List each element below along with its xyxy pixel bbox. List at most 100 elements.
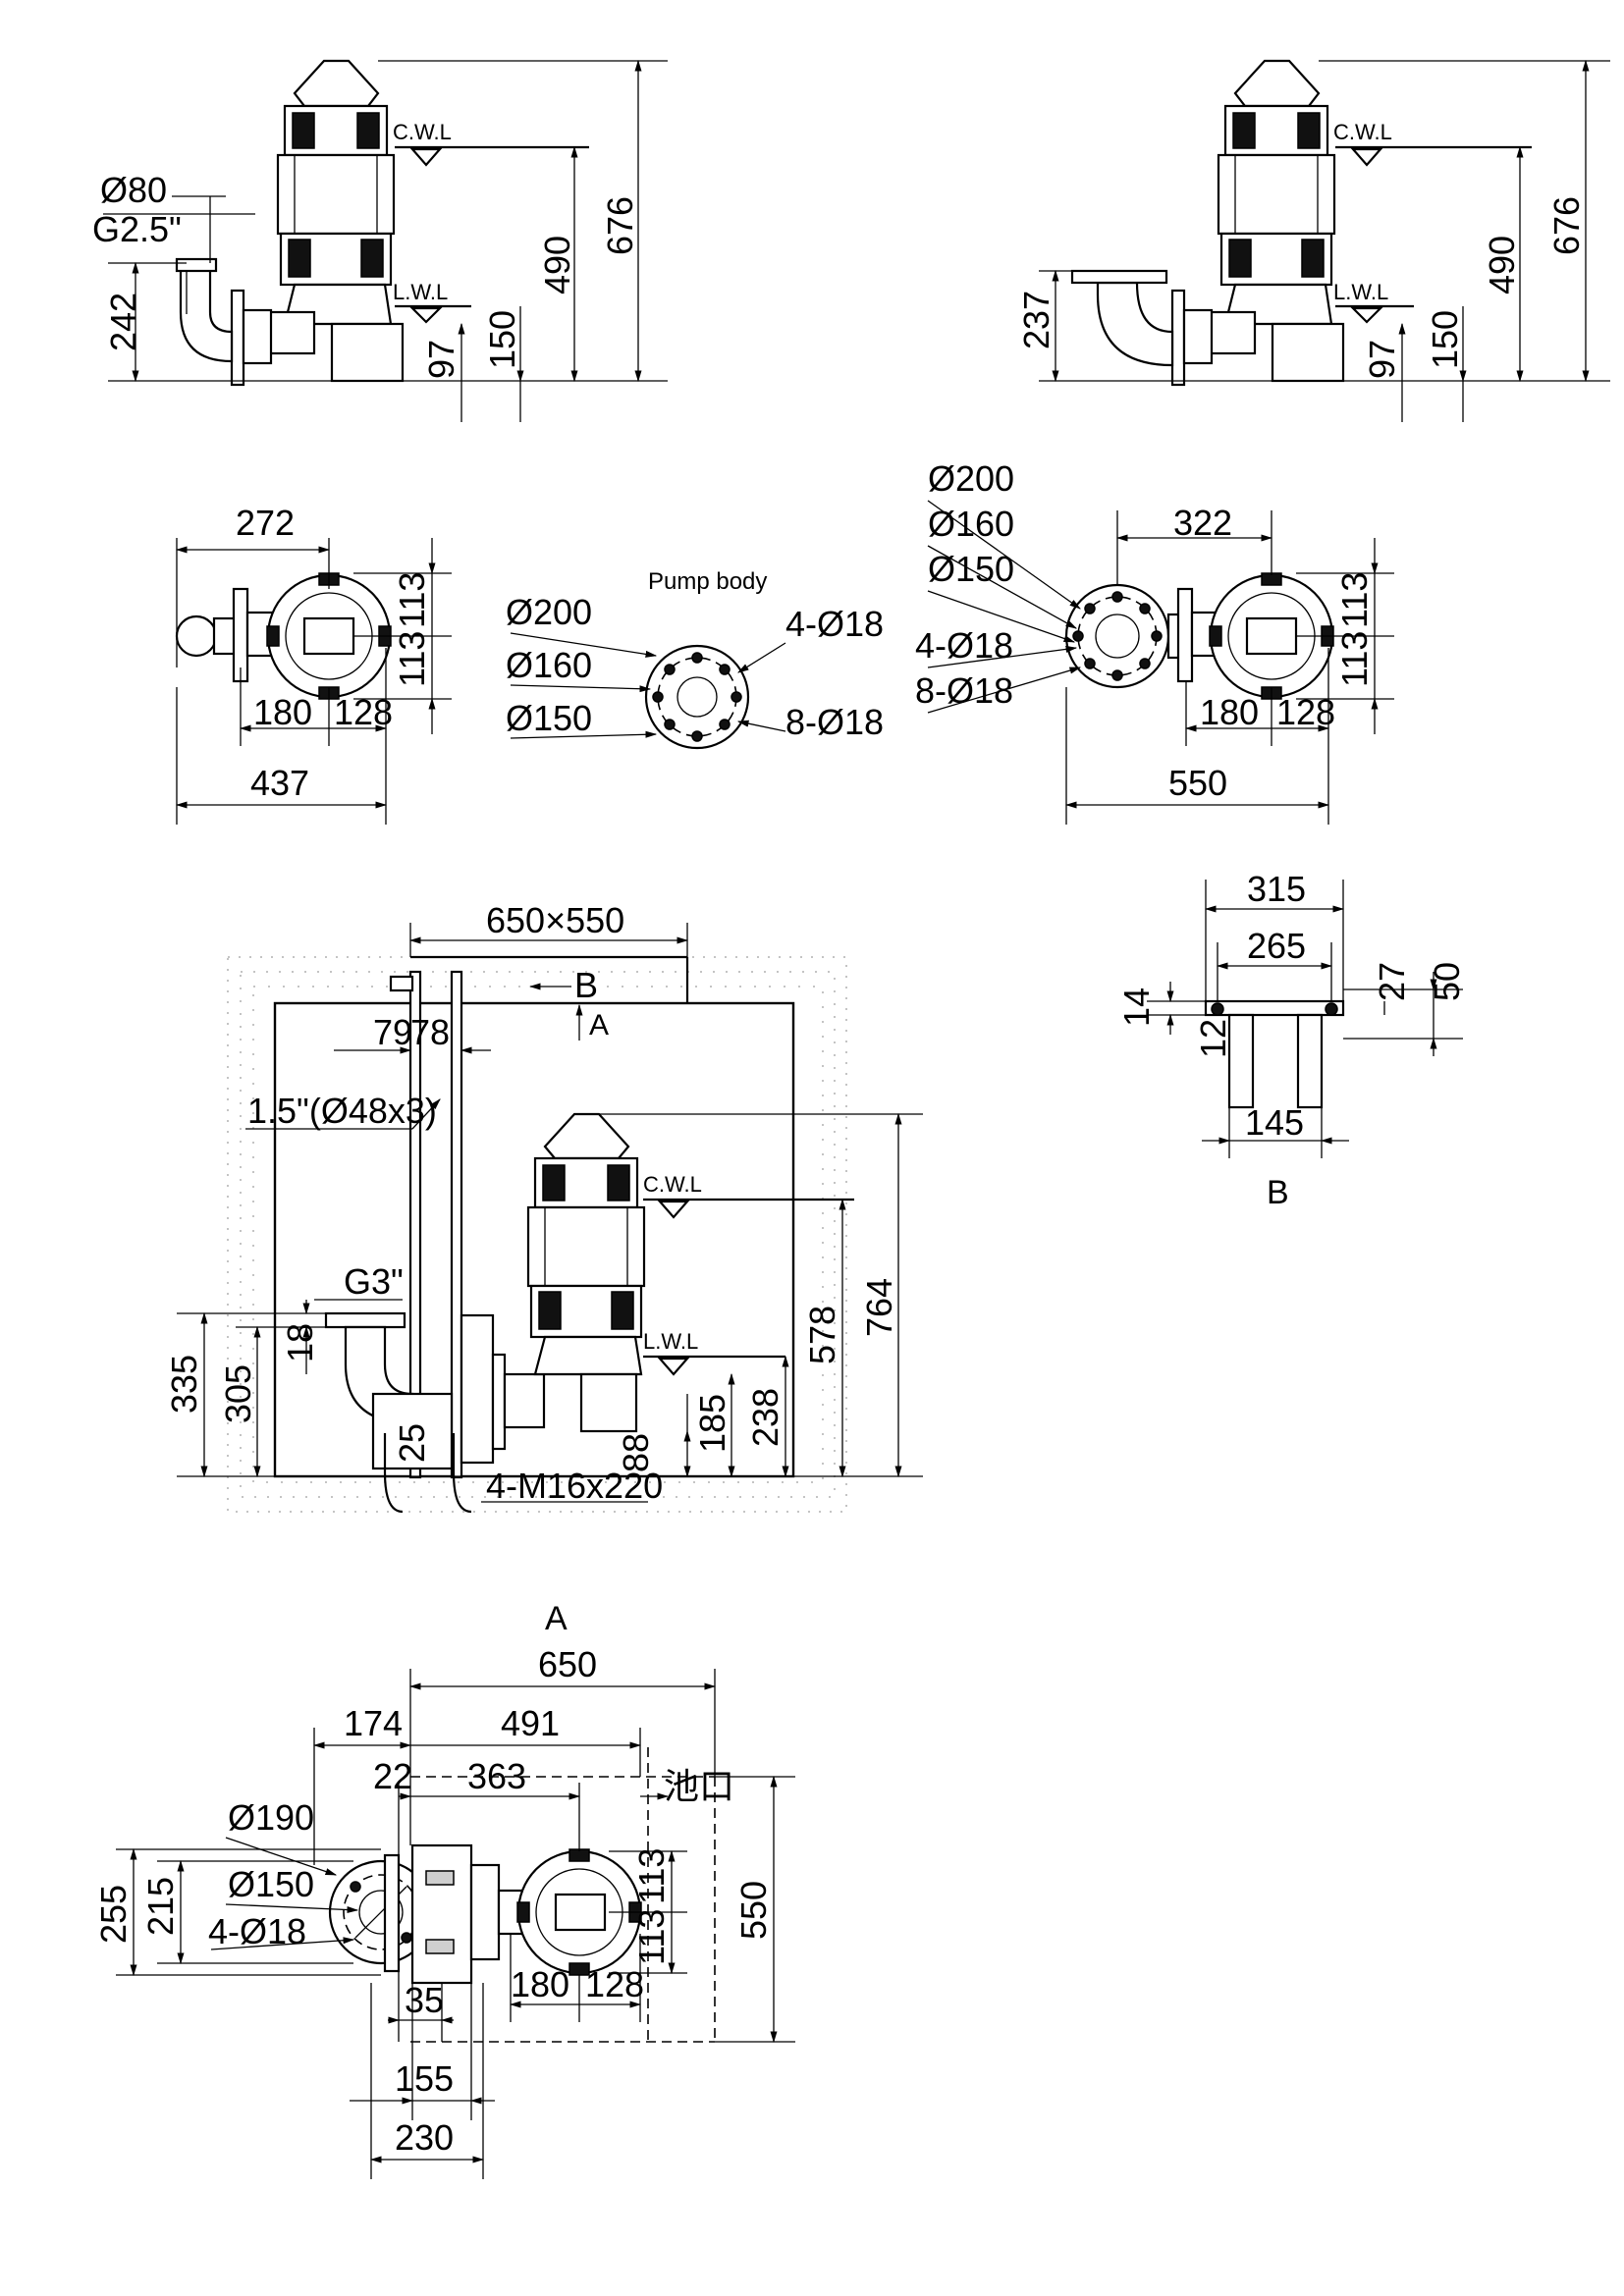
view-a-dim-155: 155 <box>395 2058 454 2099</box>
pump-motor <box>1204 59 1345 383</box>
view-a-dim-215: 215 <box>140 1877 181 1936</box>
cwl-label: C.W.L <box>1333 120 1392 144</box>
detail-b-title: B <box>1267 1174 1289 1211</box>
dim-305: 305 <box>218 1364 258 1423</box>
plan2-d160: Ø160 <box>928 504 1014 544</box>
view-a-dim-230: 230 <box>395 2117 454 2158</box>
lwl-label: L.W.L <box>393 280 448 304</box>
view-b-marker: B <box>574 965 598 1005</box>
dim-335: 335 <box>164 1355 204 1414</box>
pump-body-d150: Ø150 <box>506 698 592 738</box>
plan2-d200: Ø200 <box>928 458 1014 499</box>
discharge-elbow <box>1070 269 1214 387</box>
view-a-4-holes: 4-Ø18 <box>208 1911 306 1951</box>
plan-view-1: 272 180 128 437 113 113 <box>175 503 452 825</box>
dim-height-150: 150 <box>1425 310 1465 369</box>
dim-113b: 113 <box>392 631 432 687</box>
dim-578: 578 <box>802 1306 842 1364</box>
view-a-dim-22: 22 <box>373 1756 412 1796</box>
view-a-d150: Ø150 <box>228 1864 314 1904</box>
plan2-dim-180: 180 <box>1200 692 1259 732</box>
plan2-dim-113b: 113 <box>1334 631 1375 687</box>
pump-body-flange: Pump body Ø200 Ø160 Ø150 4-Ø18 8-Ø18 <box>506 568 884 750</box>
view-a-dim-35: 35 <box>405 1980 444 2020</box>
view-a-dim-650: 650 <box>538 1644 597 1684</box>
concrete-surround <box>227 956 847 1513</box>
side-view-2: C.W.L L.W.L 237 97 150 490 676 <box>1016 59 1610 422</box>
view-a: A <box>93 1600 795 2179</box>
dim-128: 128 <box>334 692 393 732</box>
pump-top <box>1209 572 1334 700</box>
plan2-dim-113a: 113 <box>1334 572 1375 628</box>
pit-size: 650×550 <box>486 900 624 940</box>
dim-height-242: 242 <box>103 293 143 351</box>
view-a-marker: A <box>589 1009 609 1041</box>
pump-top <box>266 572 392 700</box>
view-a-dim-550: 550 <box>733 1881 774 1940</box>
dim-14: 14 <box>1116 988 1157 1027</box>
pump-body-4-holes: 4-Ø18 <box>785 604 884 644</box>
dim-height-97: 97 <box>421 340 461 379</box>
dim-145: 145 <box>1245 1102 1304 1143</box>
detail-b: 315 265 14 12 27 50 145 B <box>1116 869 1467 1211</box>
plan2-4-holes: 4-Ø18 <box>915 625 1013 666</box>
pump-motor <box>263 59 405 383</box>
dim-18: 18 <box>280 1323 320 1362</box>
cwl-label: C.W.L <box>643 1172 702 1197</box>
dim-height-676: 676 <box>1546 196 1587 255</box>
dim-height-490: 490 <box>537 236 577 294</box>
cwl-label: C.W.L <box>393 120 452 144</box>
dim-79: 79 <box>373 1012 412 1052</box>
dim-88: 88 <box>616 1433 656 1472</box>
lwl-label: L.W.L <box>643 1329 698 1354</box>
plan2-dim-322: 322 <box>1173 503 1232 543</box>
dim-height-150: 150 <box>482 310 522 369</box>
dim-265: 265 <box>1247 926 1306 966</box>
dim-272: 272 <box>236 503 295 543</box>
pit-mouth-label: 池口 <box>664 1766 734 1806</box>
dim-height-490: 490 <box>1482 236 1522 294</box>
plan2-dim-550: 550 <box>1168 763 1227 803</box>
view-a-dim-113a: 113 <box>631 1848 672 1904</box>
dim-315: 315 <box>1247 869 1306 909</box>
plan-view-2: Ø200 Ø160 Ø150 4-Ø18 8-Ø18 322 180 128 5… <box>915 458 1394 825</box>
pump-body-8-holes: 8-Ø18 <box>785 702 884 742</box>
view-a-dim-180: 180 <box>511 1964 569 2004</box>
plan2-8-holes: 8-Ø18 <box>915 670 1013 711</box>
discharge-elbow <box>175 257 273 387</box>
pump-body-d160: Ø160 <box>506 645 592 685</box>
view-a-dim-113b: 113 <box>631 1909 672 1965</box>
dim-height-676: 676 <box>600 196 640 255</box>
pump-body-d200: Ø200 <box>506 592 592 632</box>
dim-27: 27 <box>1372 962 1412 1001</box>
plan2-dim-128: 128 <box>1276 692 1335 732</box>
discharge-assembly <box>324 1311 546 1514</box>
dim-height-97: 97 <box>1362 340 1402 379</box>
view-a-dim-491: 491 <box>501 1703 560 1743</box>
view-a-dim-128: 128 <box>585 1964 644 2004</box>
dim-180: 180 <box>253 692 312 732</box>
bolts-label: 4-M16x220 <box>486 1466 663 1506</box>
dim-78: 78 <box>410 1012 450 1052</box>
lwl-label: L.W.L <box>1333 280 1388 304</box>
dim-238: 238 <box>745 1388 785 1447</box>
guide-pipe-label: 1.5"(Ø48x3) <box>247 1091 437 1131</box>
pump-body-title: Pump body <box>648 568 767 595</box>
dim-thread: G2.5" <box>92 209 182 249</box>
side-view-1: C.W.L L.W.L Ø80 G2.5" 242 97 150 490 676 <box>92 59 668 422</box>
dim-12: 12 <box>1193 1019 1233 1058</box>
dim-height-237: 237 <box>1016 291 1056 349</box>
dim-185: 185 <box>692 1394 732 1453</box>
thread-g3: G3" <box>344 1261 404 1302</box>
dim-50: 50 <box>1427 962 1467 1001</box>
view-a-dim-255: 255 <box>93 1885 134 1944</box>
pump-installed <box>526 1112 646 1433</box>
dim-flange-diameter: Ø80 <box>100 170 167 210</box>
view-a-d190: Ø190 <box>228 1797 314 1838</box>
installation-section: 650×550 B A <box>164 900 923 1514</box>
plan2-d150: Ø150 <box>928 549 1014 589</box>
view-a-dim-174: 174 <box>344 1703 403 1743</box>
dim-25: 25 <box>392 1423 432 1463</box>
dim-764: 764 <box>859 1278 899 1337</box>
